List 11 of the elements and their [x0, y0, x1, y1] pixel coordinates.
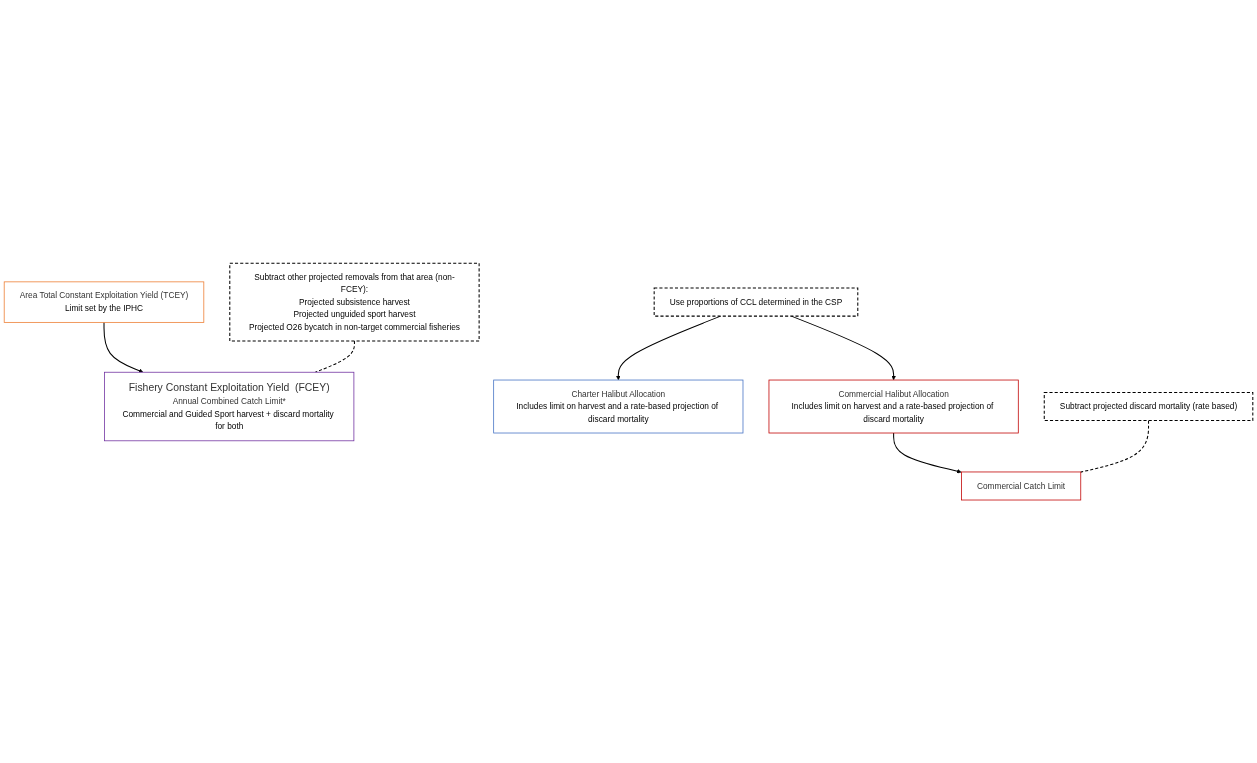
- node-box: Area Total Constant Exploitation Yield (TCEY) Limit set by the IPHC: [3, 281, 205, 323]
- connector: [1080, 419, 1150, 473]
- node-box: Subtract other projected removals from that area (non-FCEY): Projected subsistence harvest Projected unguided sport harvest Projected O26 bycatch in non-target commercial fisheries: [229, 262, 480, 342]
- node-box: Commercial Catch Limit: [961, 471, 1082, 501]
- arrow: [893, 432, 962, 474]
- node-box: Commercial Halibut Allocation Includes limit on harvest and a rate-based projection of discard mortality: [768, 379, 1019, 434]
- node-box: Use proportions of CCL determined in the CSP: [653, 287, 859, 317]
- arrow: [103, 321, 144, 373]
- node-box: Fishery Constant Exploitation Yield (FCEY) Annual Combined Catch Limit* Commercial and Guided Sport harvest + discard mortality for both: [104, 371, 355, 442]
- node-box: Subtract projected discard mortality (rate based): [1043, 391, 1254, 421]
- node-box: Charter Halibut Allocation Includes limit on harvest and a rate-based projection of discard mortality: [493, 379, 744, 434]
